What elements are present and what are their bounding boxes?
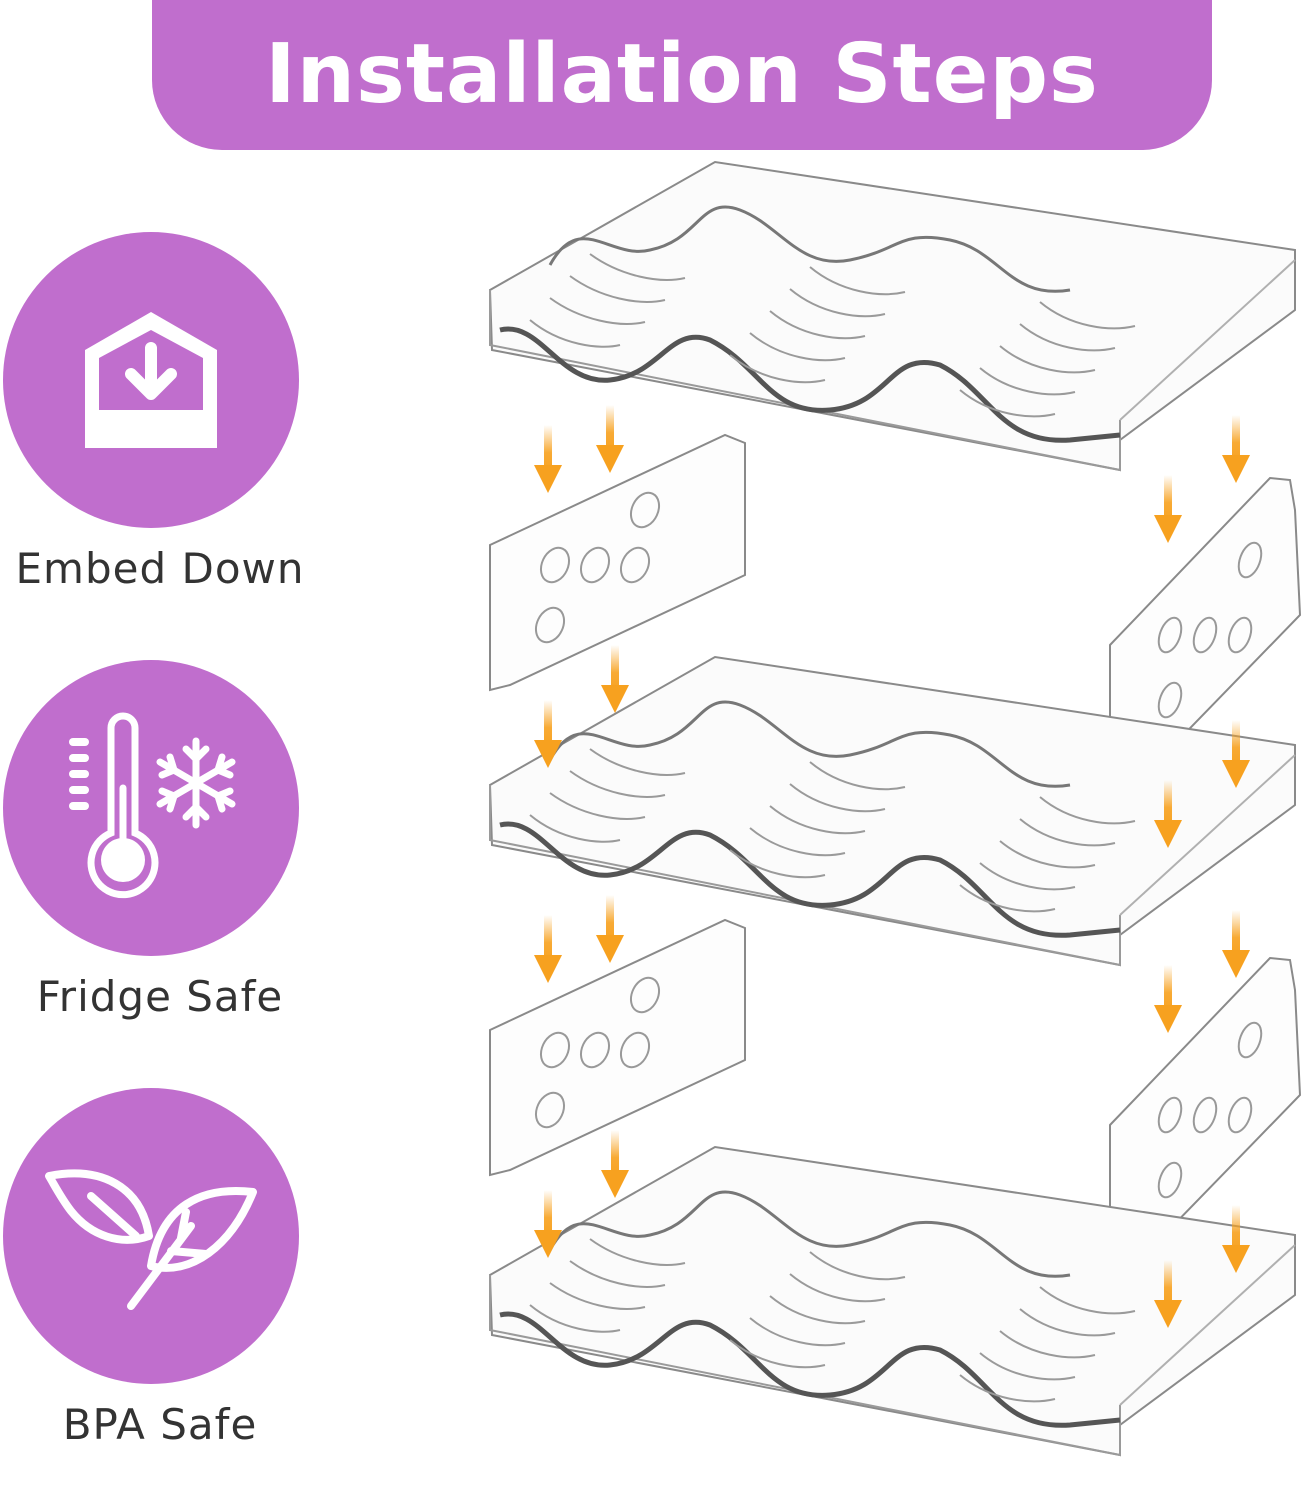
feature-label: BPA Safe <box>62 1400 258 1449</box>
header-banner: Installation Steps <box>152 0 1212 150</box>
leaves-icon <box>45 1169 257 1310</box>
page-title: Installation Steps <box>265 26 1099 122</box>
feature-label: Fridge Safe <box>36 972 284 1021</box>
feature-circle <box>3 660 299 956</box>
feature-circle <box>3 1088 299 1384</box>
product-illustration <box>470 150 1304 1500</box>
thermometer-snowflake-icon <box>69 712 236 899</box>
feature-label: Embed Down <box>15 544 305 593</box>
rack-assembly-diagram <box>470 150 1301 1500</box>
feature-circle <box>3 232 299 528</box>
house-download-icon <box>85 312 217 448</box>
